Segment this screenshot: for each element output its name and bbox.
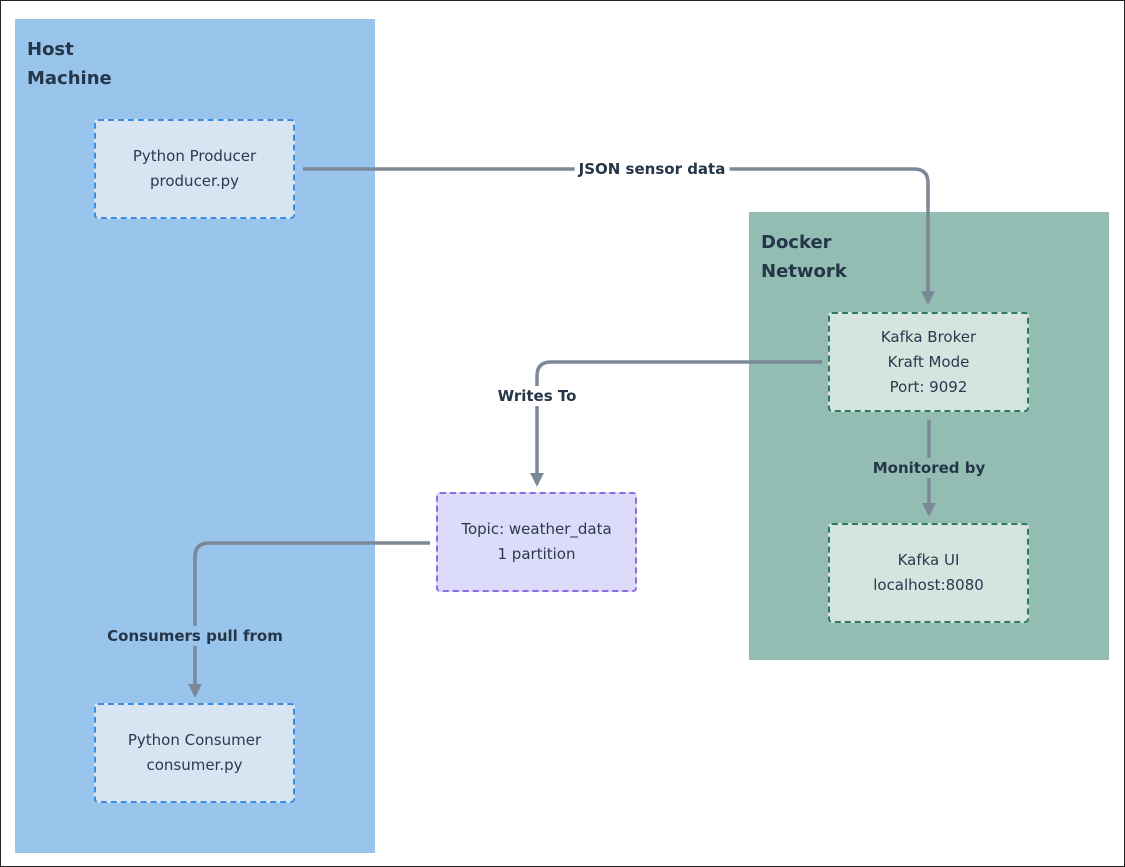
python-producer-file: producer.py bbox=[150, 172, 239, 190]
edge-label-consumers-pull-from: Consumers pull from bbox=[103, 626, 287, 646]
kafka-ui-label: Kafka UI bbox=[897, 551, 960, 569]
python-producer-label: Python Producer bbox=[132, 147, 257, 165]
host-machine-title-line2: Machine bbox=[27, 68, 112, 89]
python-consumer-file: consumer.py bbox=[146, 756, 243, 774]
topic-partitions: 1 partition bbox=[497, 545, 576, 563]
host-machine-title-line1: Host bbox=[27, 39, 74, 60]
kafka-broker-node[interactable]: Kafka Broker Kraft Mode Port: 9092 bbox=[828, 312, 1029, 412]
kafka-broker-port: Port: 9092 bbox=[889, 377, 968, 396]
host-machine-title: Host Machine bbox=[27, 35, 177, 93]
edge-producer-to-broker bbox=[303, 167, 935, 305]
kafka-ui-address: localhost:8080 bbox=[873, 576, 984, 594]
kafka-ui-node[interactable]: Kafka UI localhost:8080 bbox=[828, 523, 1029, 623]
docker-network-title-line1: Docker bbox=[761, 232, 832, 253]
edge-label-writes-to: Writes To bbox=[493, 386, 581, 406]
docker-network-title-line2: Network bbox=[761, 261, 847, 282]
edge-broker-to-topic bbox=[530, 360, 822, 487]
kafka-broker-label: Kafka Broker bbox=[880, 327, 977, 346]
python-producer-node[interactable]: Python Producer producer.py bbox=[94, 119, 295, 219]
edge-label-monitored-by: Monitored by bbox=[868, 458, 990, 478]
kafka-broker-mode: Kraft Mode bbox=[887, 352, 970, 371]
python-consumer-label: Python Consumer bbox=[127, 731, 262, 749]
topic-weather-data-node[interactable]: Topic: weather_data 1 partition bbox=[436, 492, 637, 592]
python-consumer-node[interactable]: Python Consumer consumer.py bbox=[94, 703, 295, 803]
edge-label-json-sensor-data: JSON sensor data bbox=[574, 159, 730, 179]
docker-network-title: Docker Network bbox=[761, 228, 911, 286]
topic-name: Topic: weather_data bbox=[461, 520, 612, 538]
edge-topic-to-consumer bbox=[188, 541, 430, 698]
